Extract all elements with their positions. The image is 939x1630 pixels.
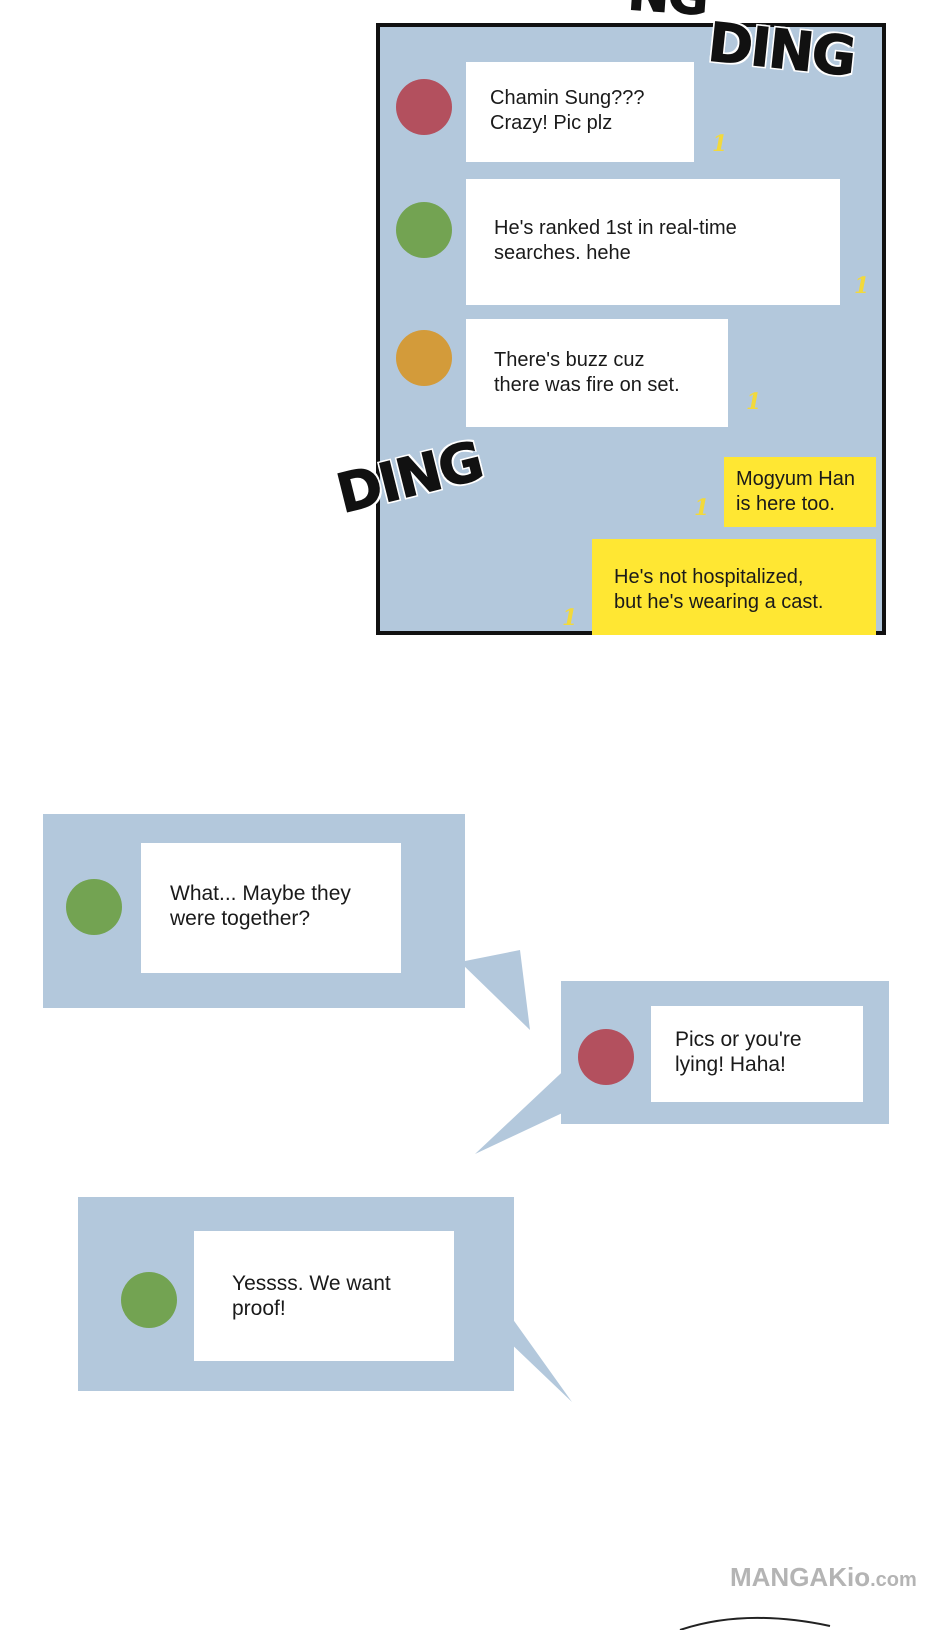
message-bubble: Chamin Sung??? Crazy! Pic plz: [466, 62, 694, 162]
avatar-green: [396, 202, 452, 258]
avatar-green: [121, 1272, 177, 1328]
read-count: 1: [746, 389, 762, 415]
message-bubble: There's buzz cuz there was fire on set.: [466, 319, 728, 427]
watermark-suffix: .com: [870, 1569, 917, 1591]
watermark-brand: MANGAKio: [730, 1562, 871, 1592]
read-count: 1: [854, 273, 870, 299]
chat-card: What... Maybe they were together?: [43, 814, 465, 1008]
message-bubble: What... Maybe they were together?: [141, 843, 401, 973]
watermark: MANGAKio.com: [730, 1562, 917, 1593]
message-bubble: He's ranked 1st in real-time searches. h…: [466, 179, 840, 305]
chat-card: Yessss. We want proof!: [78, 1197, 514, 1391]
chat-card: Pics or you're lying! Haha!: [561, 981, 889, 1124]
message-bubble: Pics or you're lying! Haha!: [651, 1006, 863, 1102]
avatar-green: [66, 879, 122, 935]
chat-panel: Chamin Sung??? Crazy! Pic plz 1 He's ran…: [376, 23, 886, 635]
read-count: 1: [562, 605, 578, 631]
avatar-red: [396, 79, 452, 135]
my-message-bubble: Mogyum Han is here too.: [724, 457, 876, 527]
avatar-orange: [396, 330, 452, 386]
message-bubble: Yessss. We want proof!: [194, 1231, 454, 1361]
my-message-bubble: He's not hospitalized, but he's wearing …: [592, 539, 876, 635]
read-count: 1: [694, 495, 710, 521]
avatar-red: [578, 1029, 634, 1085]
read-count: 1: [712, 131, 728, 157]
